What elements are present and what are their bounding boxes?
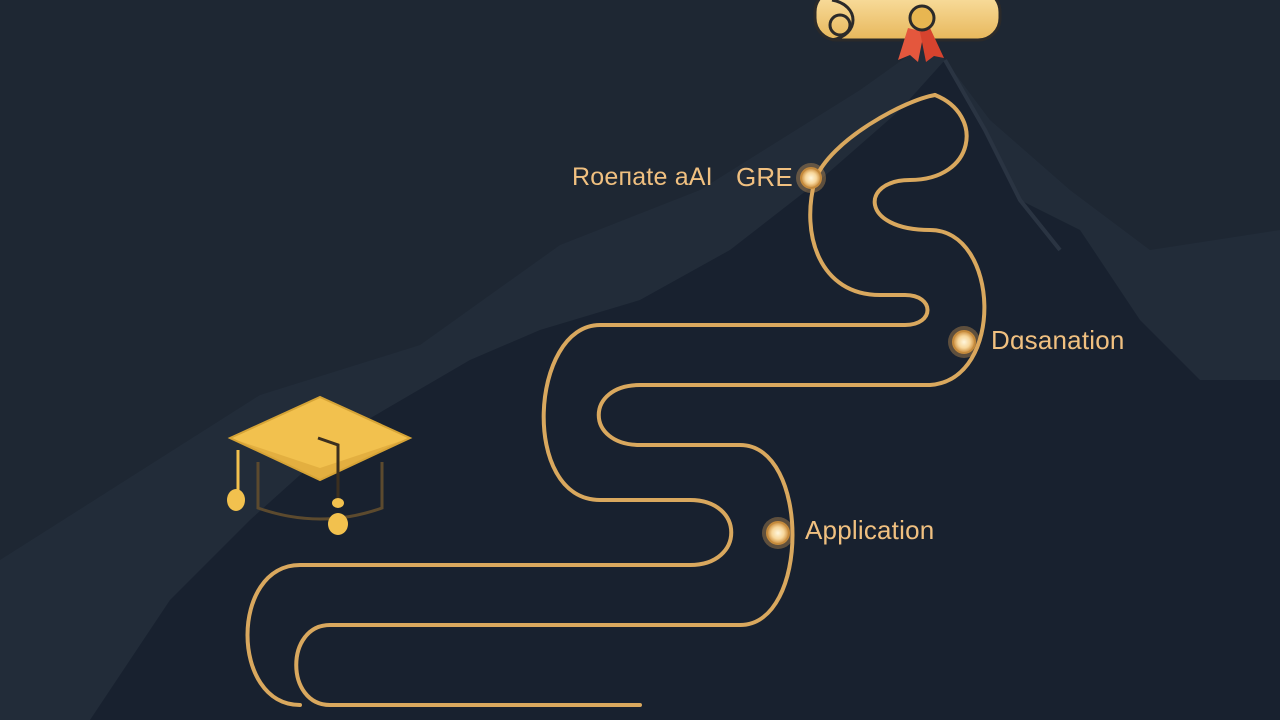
mountain-ridge	[943, 59, 1062, 252]
milestone-label-research: Roeпate аАI	[572, 163, 713, 191]
winding-path-outer	[294, 93, 987, 707]
milestone-label-gre: GRE	[736, 162, 793, 192]
diploma-scroll-icon	[813, 0, 1002, 62]
graduation-cap-icon	[227, 395, 413, 535]
milestone-label-application: Application	[805, 515, 935, 545]
mountain-near	[90, 60, 1280, 720]
milestone-node-application	[762, 517, 794, 549]
milestone-node-dissertation	[948, 326, 980, 358]
milestone-node-gre	[796, 163, 826, 193]
winding-path-inner	[245, 93, 937, 707]
milestone-label-dissertation: Dɑsanation	[991, 325, 1125, 355]
